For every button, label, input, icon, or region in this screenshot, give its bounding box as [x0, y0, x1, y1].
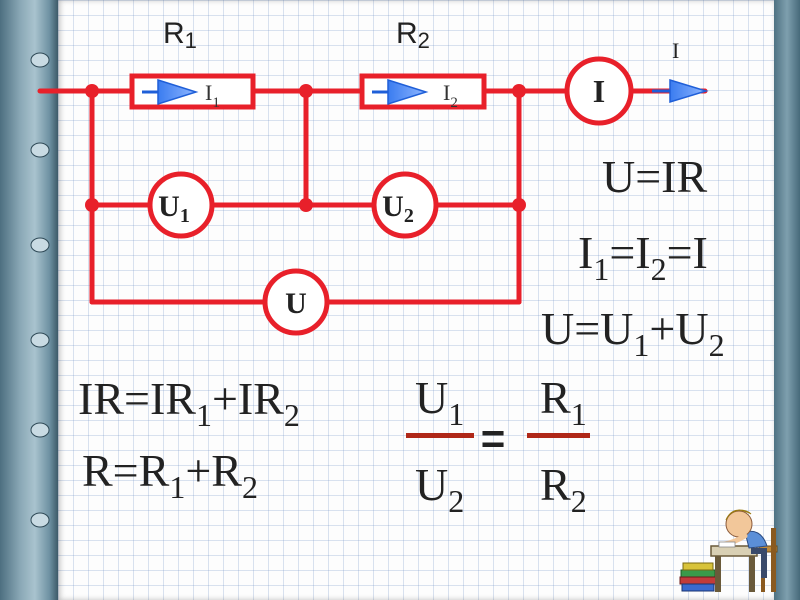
- binder-ring: [30, 332, 50, 348]
- formula-ir-sum: IR=IR1+IR2: [78, 373, 300, 433]
- voltmeter-u-label: U: [285, 287, 307, 320]
- binder-ring: [30, 142, 50, 158]
- current-arrow-r1: [142, 78, 199, 106]
- current-i2-label: I2: [443, 80, 458, 111]
- ratio-equals: =: [481, 415, 506, 462]
- output-current-label: I: [672, 38, 679, 63]
- ratio-numerator-left: U1: [415, 372, 464, 432]
- binder-edge: [0, 0, 58, 600]
- ratio-denominator-right: R2: [540, 459, 587, 519]
- formula-r-sum: R=R1+R2: [82, 445, 258, 505]
- frame-edge: [774, 0, 800, 600]
- junction-dot: [512, 198, 526, 212]
- binder-ring: [30, 512, 50, 528]
- junction-dot: [299, 84, 313, 98]
- formula-voltages: U=U1+U2: [541, 303, 725, 363]
- voltmeter-u1-label: U1: [158, 190, 190, 227]
- resistor-r1-label: R1: [163, 17, 197, 53]
- formula-ohm: U=IR: [602, 151, 707, 202]
- junction-dot: [299, 198, 313, 212]
- binder-ring: [30, 422, 50, 438]
- fraction-bar-left: [406, 433, 474, 438]
- voltmeter-u1: [147, 171, 215, 239]
- student-at-desk-icon: [679, 509, 778, 592]
- formula-currents: I1=I2=I: [578, 227, 708, 287]
- binder-rings: [30, 52, 50, 528]
- fraction-bar-right: [527, 433, 590, 438]
- junction-dot: [512, 84, 526, 98]
- current-i1-label: I1: [205, 80, 220, 111]
- voltmeter-u: [262, 268, 330, 336]
- output-current-arrow: [652, 78, 709, 104]
- binder-ring: [30, 237, 50, 253]
- resistor-r2-label: R2: [396, 17, 430, 53]
- ratio-numerator-right: R1: [540, 372, 587, 432]
- binder-ring: [30, 52, 50, 68]
- junction-dot: [85, 198, 99, 212]
- junction-dot: [85, 84, 99, 98]
- current-arrow-r2: [372, 78, 429, 106]
- voltmeter-u2-label: U2: [382, 190, 414, 227]
- ratio-denominator-left: U2: [415, 459, 464, 519]
- voltmeter-u2: [371, 171, 439, 239]
- ammeter: [564, 56, 634, 126]
- ammeter-label: I: [593, 73, 605, 109]
